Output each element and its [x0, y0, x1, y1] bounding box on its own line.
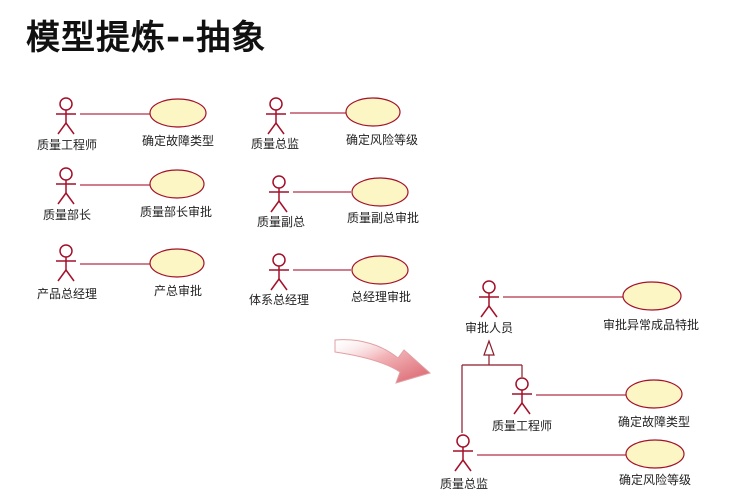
actor-quality-director-child	[453, 434, 473, 472]
usecase-label: 质量副总审批	[347, 210, 419, 225]
usecase-label: 确定故障类型	[142, 133, 214, 148]
actor-label: 质量工程师	[492, 418, 552, 433]
usecase-quality-vp-approval	[351, 177, 409, 207]
actor-label: 产品总经理	[37, 287, 97, 301]
usecase-determine-risk-level-abstract	[625, 439, 685, 469]
usecase-gm-approval	[351, 255, 409, 285]
usecase-label: 确定故障类型	[618, 414, 690, 429]
actor-label: 体系总经理	[249, 293, 309, 307]
actor-label: 审批人员	[465, 320, 513, 335]
generalization-triangle	[483, 339, 495, 356]
transition-arrow	[334, 339, 432, 384]
actor-quality-engineer-child	[512, 377, 532, 415]
actor-approver	[479, 280, 499, 318]
usecase-determine-fault-type-abstract	[625, 379, 683, 409]
usecase-determine-risk-level	[345, 97, 401, 127]
usecase-approve-abnormal-product	[622, 281, 682, 311]
actor-quality-director	[266, 97, 286, 135]
actor-quality-minister	[56, 167, 76, 205]
usecase-quality-minister-approval	[149, 169, 205, 199]
actor-quality-vp	[269, 175, 289, 213]
actor-label: 质量总监	[440, 477, 488, 491]
page-title: 模型提炼--抽象	[26, 18, 267, 58]
usecase-product-gm-approval	[149, 248, 205, 278]
actor-system-gm	[269, 253, 289, 291]
usecase-determine-fault-type	[149, 98, 207, 128]
usecase-label: 产总审批	[154, 283, 202, 298]
actor-label: 质量部长	[43, 207, 91, 222]
usecase-label: 质量部长审批	[140, 204, 212, 219]
actor-label: 质量工程师	[37, 137, 97, 152]
usecase-label: 审批异常成品特批	[603, 317, 699, 332]
usecase-label: 确定风险等级	[619, 472, 691, 487]
actor-product-gm	[56, 244, 76, 282]
actor-quality-engineer	[56, 97, 76, 135]
usecase-label: 确定风险等级	[346, 132, 418, 147]
usecase-label: 总经理审批	[351, 289, 411, 304]
actor-label: 质量副总	[257, 215, 305, 229]
actor-label: 质量总监	[251, 137, 299, 151]
